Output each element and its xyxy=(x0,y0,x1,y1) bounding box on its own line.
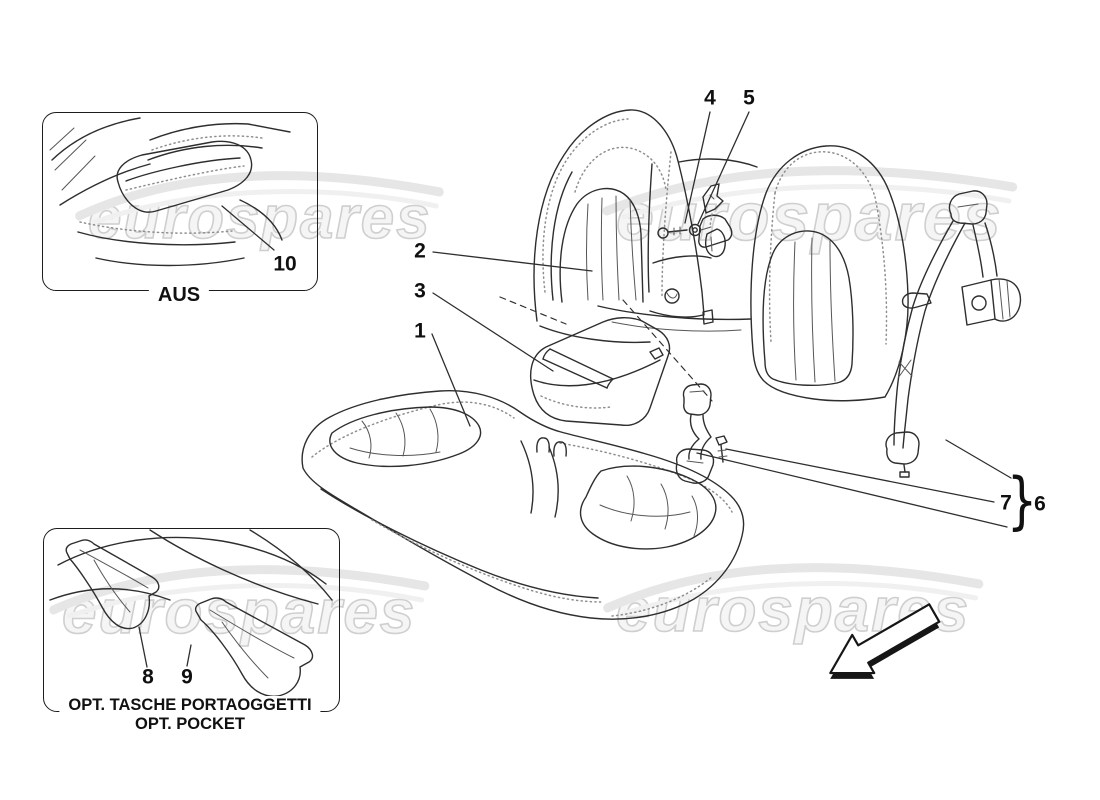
callout-3-armrest[interactable]: 3 xyxy=(414,279,426,303)
aus-inset-drawing xyxy=(49,117,291,267)
seat-cushion-drawing xyxy=(301,389,745,620)
belt-group-brace: } xyxy=(1006,465,1038,538)
upper-anchor xyxy=(948,190,988,225)
leader-lines xyxy=(431,111,1012,528)
callout-5-latch[interactable]: 5 xyxy=(743,86,755,110)
watermark-top-left: eurospares xyxy=(75,171,444,248)
callout-9-pocket-right[interactable]: 9 xyxy=(181,665,193,689)
retractor-spool xyxy=(990,278,1022,322)
upper-bracket xyxy=(702,183,724,214)
right-backrest-drawing xyxy=(750,145,909,402)
buckle-and-bolt-drawing xyxy=(675,383,728,484)
callout-2-backrest[interactable]: 2 xyxy=(414,239,426,263)
watermark-top-right: eurospares xyxy=(601,166,1017,255)
anchor-bolt xyxy=(715,435,728,446)
callout-1-seat-cushion[interactable]: 1 xyxy=(414,319,426,343)
latch-plate xyxy=(698,214,733,248)
armrest-cushion-drawing xyxy=(499,296,713,427)
buckle-head xyxy=(682,383,712,416)
callout-10-aus-armrest[interactable]: 10 xyxy=(273,252,297,276)
pocket-caption-line1: OPT. TASCHE PORTAOGGETTI xyxy=(59,696,321,715)
center-panel-drawing xyxy=(649,158,758,318)
callout-7-belt-part[interactable]: 7 xyxy=(1000,491,1012,515)
buckle-anchor xyxy=(675,448,715,484)
aus-caption: AUS xyxy=(148,284,210,307)
callout-6-belt-group[interactable]: 6 xyxy=(1034,492,1046,516)
pocket-caption-line2: OPT. POCKET xyxy=(125,715,255,734)
belt-guide xyxy=(901,292,932,309)
swoosh-icon xyxy=(75,171,444,225)
lower-anchor xyxy=(885,431,920,465)
callout-8-pocket-left[interactable]: 8 xyxy=(142,665,154,689)
watermark-text: eurospares xyxy=(615,179,1003,255)
left-backrest-drawing xyxy=(533,109,752,344)
retractor-mount xyxy=(961,279,996,326)
pocket-inset-drawing xyxy=(49,529,333,697)
direction-arrow-icon xyxy=(829,603,941,679)
swoosh-icon xyxy=(603,563,984,617)
eye-bolt xyxy=(657,227,669,239)
seatbelt-assembly-drawing xyxy=(885,190,1022,478)
callout-4-bolt[interactable]: 4 xyxy=(704,86,716,110)
swoosh-icon xyxy=(601,166,1017,220)
